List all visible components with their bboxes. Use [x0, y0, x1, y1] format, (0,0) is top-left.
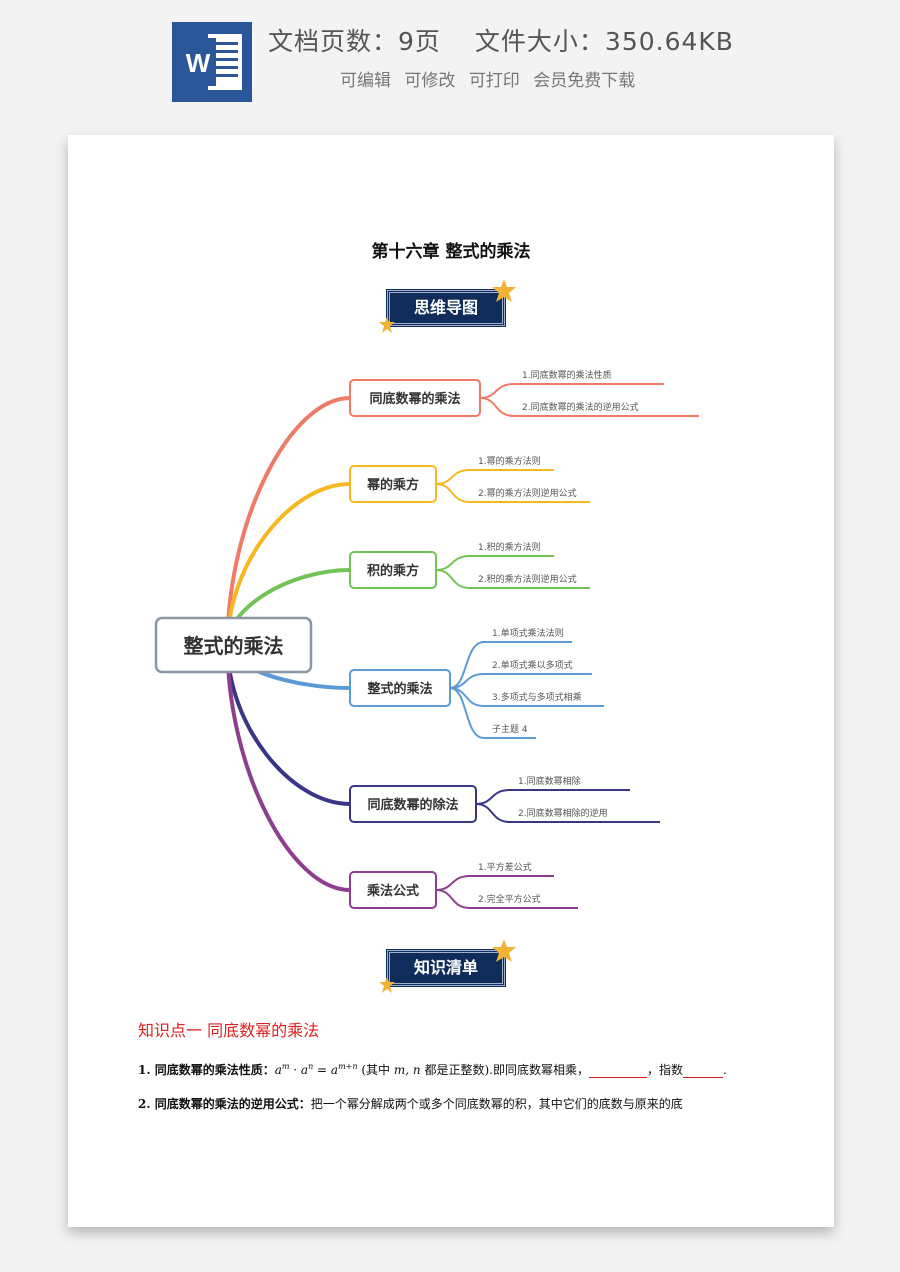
formula-base: a	[274, 1063, 282, 1077]
fill-blank[interactable]	[588, 1063, 647, 1078]
branch-connector	[225, 482, 352, 647]
child-topic-label: 1.积的乘方法则	[478, 541, 541, 553]
branch-label: 幂的乘方	[366, 477, 419, 493]
feature-list: 可编辑 可修改 可打印 会员免费下载	[340, 66, 643, 91]
child-topic-label: 3.多项式与多项式相乘	[492, 691, 582, 703]
document-info-header: W 文档页数：9页 文件大小：350.64KB 可编辑 可修改 可打印 会员免费下…	[0, 0, 900, 120]
word-document-icon: W	[172, 22, 252, 102]
child-topic-label: 2.幂的乘方法则逆用公式	[478, 487, 577, 499]
child-connector	[435, 483, 590, 503]
child-topic-label: 1.单项式乘法法则	[492, 627, 564, 639]
child-topic-label: 2.完全平方公式	[478, 893, 541, 905]
child-connector	[475, 789, 630, 805]
knowledge-list-banner: 知识清单	[379, 939, 516, 993]
mindmap-banner: 思维导图	[379, 279, 516, 333]
child-topic-label: 1.同底数幂相除	[518, 775, 581, 787]
branch-label: 积的乘方	[367, 563, 419, 579]
formula-exp-m: m	[281, 1062, 290, 1071]
paragraph-1-label: 1. 同底数幂的乘法性质：	[138, 1063, 275, 1077]
branch-label: 同底数幂的乘法	[369, 391, 460, 407]
star-icon	[492, 939, 516, 962]
formula-vars: m, n	[393, 1063, 421, 1077]
child-connector	[449, 687, 536, 739]
paragraph-2: 2. 同底数幂的乘法的逆用公式：把一个幂分解成两个或多个同底数幂的积，其中它们的…	[138, 1095, 683, 1112]
child-topic-label: 1.平方差公式	[478, 861, 532, 873]
child-connector	[435, 875, 554, 891]
svg-text:W: W	[186, 48, 211, 78]
child-connector	[449, 673, 592, 689]
chapter-title: 第十六章 整式的乘法	[371, 242, 531, 262]
feature-printable: 可打印	[468, 71, 520, 91]
branch-connector	[225, 643, 352, 892]
page-count: 文档页数：9页	[268, 27, 441, 56]
child-topic-label: 1.同底数幂的乘法性质	[522, 369, 612, 381]
child-connector	[479, 383, 664, 399]
paragraph-2-text: 把一个幂分解成两个或多个同底数幂的积，其中它们的底数与原来的底	[310, 1097, 683, 1111]
document-stats: 文档页数：9页 文件大小：350.64KB	[268, 22, 734, 58]
root-label: 整式的乘法	[183, 634, 284, 658]
mindmap-banner-label: 思维导图	[413, 298, 478, 317]
child-connector	[435, 469, 554, 485]
fill-blank[interactable]	[682, 1063, 723, 1078]
child-connector	[435, 555, 554, 571]
child-connector	[435, 889, 578, 909]
child-connector	[479, 397, 699, 417]
star-icon	[379, 317, 395, 333]
paragraph-1: 1. 同底数幂的乘法性质：am · an = am+n (其中 m, n 都是正…	[138, 1062, 727, 1078]
child-topic-label: 2.同底数幂的乘法的逆用公式	[522, 401, 639, 413]
child-topic-label: 2.积的乘方法则逆用公式	[478, 573, 577, 585]
child-topic-label: 子主题 4	[492, 723, 528, 735]
file-size: 文件大小：350.64KB	[474, 27, 734, 56]
child-connector	[449, 641, 572, 689]
child-topic-label: 2.单项式乘以多项式	[492, 659, 573, 671]
child-topic-label: 2.同底数幂相除的逆用	[518, 807, 608, 819]
star-icon	[379, 977, 395, 993]
feature-member-download: 会员免费下载	[533, 71, 636, 91]
star-icon	[492, 279, 516, 302]
formula-exp-mn: m+n	[338, 1062, 358, 1071]
branch-label: 整式的乘法	[366, 681, 432, 697]
feature-modifiable: 可修改	[404, 71, 456, 91]
child-topic-label: 1.幂的乘方法则	[478, 455, 541, 467]
paragraph-2-label: 2. 同底数幂的乘法的逆用公式：	[138, 1097, 311, 1111]
child-connector	[475, 803, 660, 823]
feature-editable: 可编辑	[340, 71, 391, 91]
child-connector	[435, 569, 590, 589]
formula-exp-n: n	[308, 1062, 314, 1071]
document-page: 第十六章 整式的乘法 思维导图 同底数幂的乘法 1.同底数幂的乘法性质 2.同底数幂…	[68, 135, 834, 1227]
knowledge-point-title: 知识点一 同底数幂的乘法	[138, 1021, 320, 1040]
knowledge-list-banner-label: 知识清单	[413, 958, 478, 977]
branch-label: 乘法公式	[366, 883, 419, 899]
branch-connector	[225, 396, 352, 647]
root-node	[154, 616, 313, 674]
branch-label: 同底数幂的除法	[367, 797, 458, 813]
